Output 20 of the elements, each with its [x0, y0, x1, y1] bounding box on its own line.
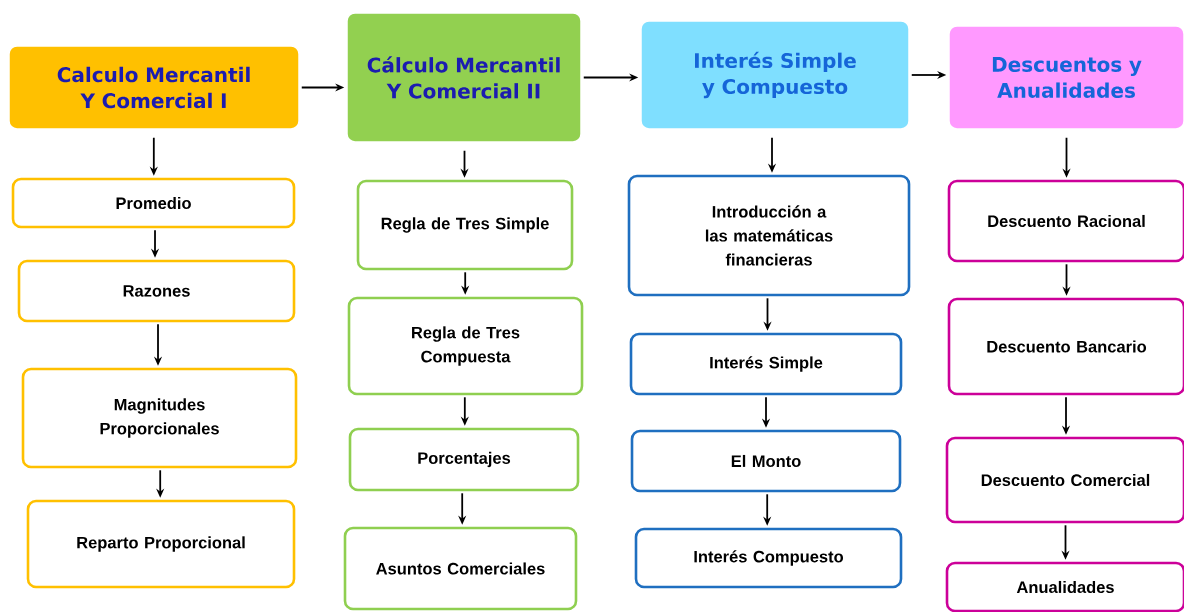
topic-box: Promedio [11, 177, 296, 229]
topic-box: Magnitudes Proporcionales [21, 367, 298, 469]
topic-box: Razones [17, 259, 296, 323]
header-box: Interés Simple y Compuesto [640, 20, 910, 130]
header-box: Cálculo Mercantil Y Comercial II [346, 12, 582, 143]
topic-box: El Monto [630, 429, 902, 493]
topic-box: Reparto Proporcional [26, 499, 296, 589]
topic-box: Anualidades [945, 561, 1184, 612]
topic-box: Introducción a las matemáticas financieras [627, 174, 911, 297]
topic-box: Porcentajes [348, 427, 580, 492]
topic-box: Interés Simple [629, 332, 903, 396]
topic-box: Regla de Tres Simple [356, 179, 574, 271]
topic-box: Asuntos Comerciales [343, 526, 578, 611]
header-box: Calculo Mercantil Y Comercial I [8, 45, 300, 130]
topic-box: Regla de Tres Compuesta [347, 296, 584, 396]
topic-box: Descuento Racional [947, 179, 1184, 263]
header-box: Descuentos y Anualidades [948, 25, 1184, 130]
topic-box: Interés Compuesto [634, 527, 903, 589]
topic-box: Descuento Comercial [945, 436, 1184, 524]
topic-box: Descuento Bancario [947, 297, 1184, 396]
